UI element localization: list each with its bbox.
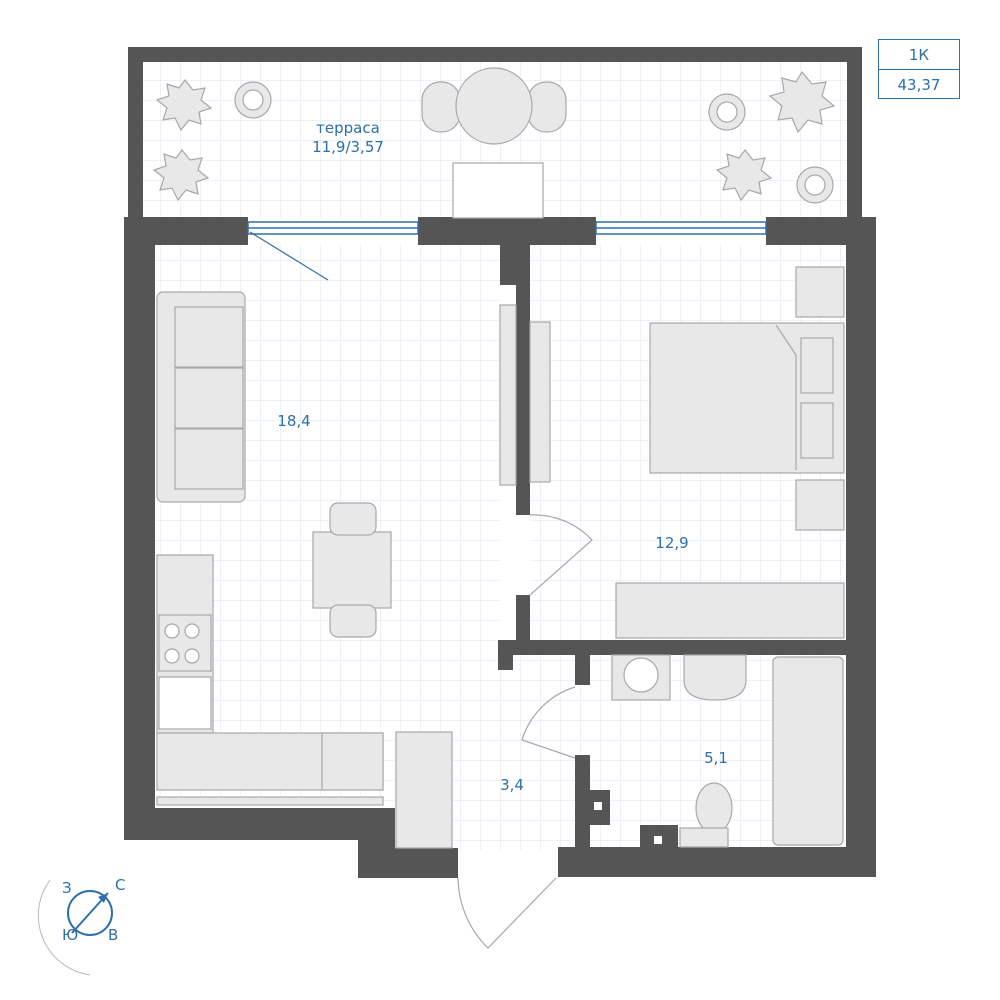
- wall-details: [594, 802, 662, 844]
- compass-west: З: [62, 879, 72, 897]
- living-furniture: [156, 291, 593, 806]
- bedroom-furniture: [615, 266, 845, 639]
- hall-area: 3,4: [500, 776, 524, 794]
- living-kitchen-area: 18,4: [277, 412, 310, 430]
- walls: [124, 47, 876, 878]
- compass-east: В: [108, 926, 118, 944]
- bedroom-area: 12,9: [655, 534, 688, 552]
- apartment-badge: 1К 43,37: [878, 39, 960, 99]
- apartment-type: 1К: [908, 45, 930, 64]
- bathroom-area: 5,1: [704, 749, 728, 767]
- compass: С Ю В З: [37, 876, 125, 976]
- bathroom-fixtures: [611, 654, 844, 848]
- terrace-name: терраса: [316, 119, 380, 137]
- apartment-total-area: 43,37: [879, 69, 959, 99]
- compass-south: Ю: [62, 926, 78, 944]
- terrace-furniture: [152, 67, 836, 219]
- compass-north: С: [115, 876, 125, 894]
- hall-furniture: [395, 686, 576, 949]
- windows: [247, 221, 767, 281]
- terrace-area: 11,9/3,57: [312, 138, 384, 156]
